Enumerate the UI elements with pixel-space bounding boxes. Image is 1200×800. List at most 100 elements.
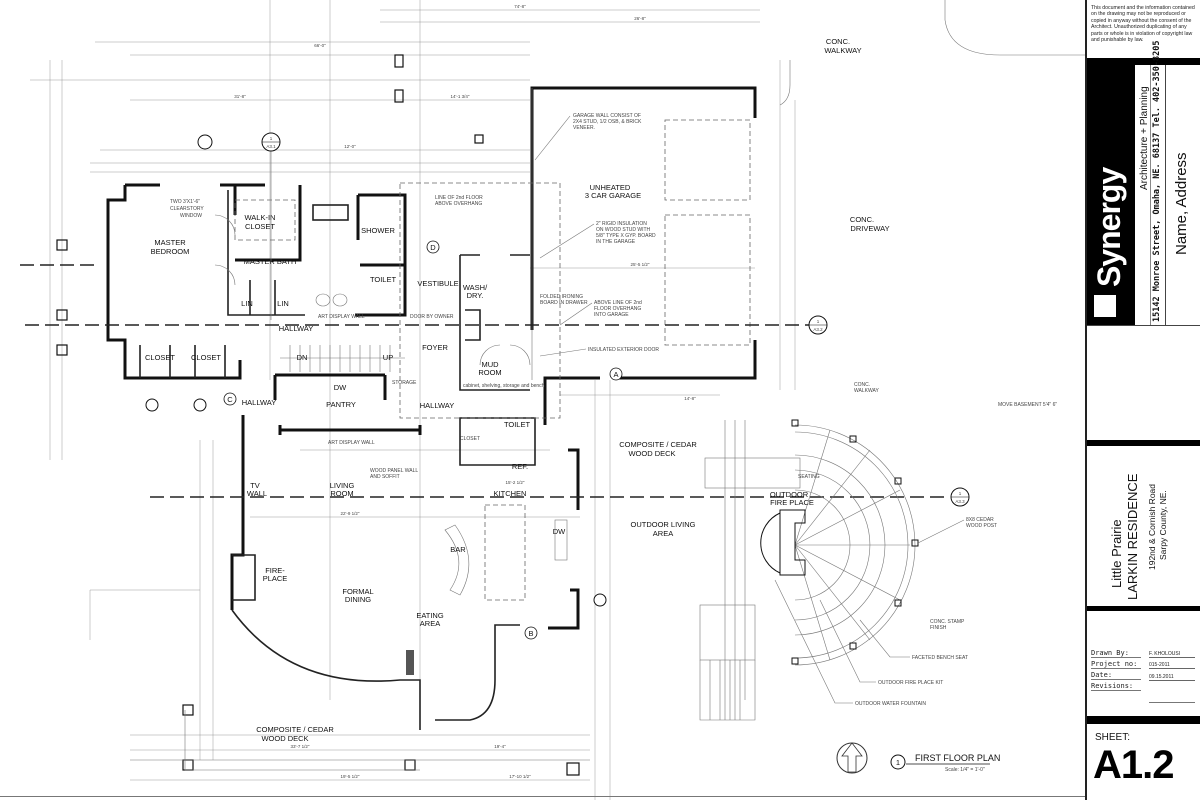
svg-text:AREA: AREA bbox=[420, 619, 440, 628]
svg-text:19'-4": 19'-4" bbox=[494, 744, 506, 749]
section-markers: 1A3.1 1A3.2 1A3.3 bbox=[145, 132, 970, 607]
deck-label: COMPOSITE / CEDAR bbox=[256, 725, 334, 734]
svg-text:WOOD DECK: WOOD DECK bbox=[628, 449, 675, 458]
marker-c: C bbox=[227, 395, 233, 404]
second-floor-overhang bbox=[399, 182, 561, 419]
svg-text:SEATING: SEATING bbox=[798, 474, 820, 480]
svg-text:ROOM: ROOM bbox=[330, 489, 353, 498]
room-eating-area: EATING bbox=[416, 611, 444, 620]
room-kitchen: KITCHEN bbox=[494, 489, 527, 498]
svg-text:FINISH: FINISH bbox=[930, 625, 947, 631]
room-bar: BAR bbox=[450, 545, 466, 554]
room-mud-room: MUD bbox=[481, 360, 499, 369]
svg-text:CLEARSTORY: CLEARSTORY bbox=[170, 206, 204, 212]
svg-text:DRIVEWAY: DRIVEWAY bbox=[850, 224, 889, 233]
svg-text:CLOSET: CLOSET bbox=[245, 222, 275, 231]
svg-text:19'-5 1/2": 19'-5 1/2" bbox=[341, 774, 360, 779]
room-living-room: LIVING bbox=[330, 481, 355, 490]
svg-text:WALL: WALL bbox=[247, 489, 267, 498]
room-toilet: TOILET bbox=[370, 275, 397, 284]
svg-text:A3.2: A3.2 bbox=[813, 327, 823, 332]
svg-text:WALKWAY: WALKWAY bbox=[824, 46, 861, 55]
svg-text:ABOVE LINE OF 2nd: ABOVE LINE OF 2nd bbox=[594, 300, 642, 306]
outdoor-living-label: OUTDOOR LIVING bbox=[630, 520, 695, 529]
svg-text:VENEER.: VENEER. bbox=[573, 125, 595, 131]
svg-text:OUTDOOR WATER FOUNTAIN: OUTDOOR WATER FOUNTAIN bbox=[855, 701, 926, 707]
walkway-curve bbox=[944, 0, 1085, 56]
svg-text:INSULATED EXTERIOR DOOR: INSULATED EXTERIOR DOOR bbox=[588, 347, 659, 353]
project-title: LARKIN RESIDENCE bbox=[1125, 473, 1140, 600]
drawn-by-value: F. KHOLOUSI bbox=[1149, 651, 1195, 658]
svg-text:GARAGE WALL CONSIST OF: GARAGE WALL CONSIST OF bbox=[573, 113, 641, 119]
svg-text:1: 1 bbox=[270, 136, 273, 141]
room-closet: CLOSET bbox=[145, 353, 175, 362]
client-name: Name, Address bbox=[1173, 152, 1190, 255]
firm-tagline: Architecture + Planning bbox=[1139, 86, 1150, 190]
svg-text:LIN: LIN bbox=[277, 299, 289, 308]
room-foyer: FOYER bbox=[422, 343, 448, 352]
drawn-by-label: Drawn By: bbox=[1091, 649, 1129, 657]
room-pantry: PANTRY bbox=[326, 400, 356, 409]
svg-text:TWO 3'X1'-6": TWO 3'X1'-6" bbox=[170, 199, 200, 205]
copyright-notice: This document and the information contai… bbox=[1091, 5, 1195, 44]
svg-text:AND SOFFIT: AND SOFFIT bbox=[370, 474, 400, 480]
room-hallway: HALLWAY bbox=[420, 401, 454, 410]
svg-text:CONC. STAMP: CONC. STAMP bbox=[930, 619, 965, 625]
room-master-bedroom: MASTER bbox=[154, 238, 186, 247]
annotations: TWO 3'X1'-6" CLEARSTORY WINDOW GARAGE WA… bbox=[170, 113, 1057, 707]
svg-text:BEDROOM: BEDROOM bbox=[151, 247, 190, 256]
svg-text:ROOM: ROOM bbox=[478, 368, 501, 377]
room-tv-wall: TV bbox=[250, 481, 260, 490]
svg-text:3 CAR GARAGE: 3 CAR GARAGE bbox=[585, 191, 641, 200]
room-walk-in-closet: WALK-IN bbox=[245, 213, 276, 222]
svg-text:IN THE GARAGE: IN THE GARAGE bbox=[596, 239, 636, 245]
drawing-title: 1 FIRST FLOOR PLAN Scale: 1/4" = 1'-0" bbox=[890, 753, 1000, 773]
master-suite bbox=[106, 183, 407, 380]
svg-text:FOLDED IRONING: FOLDED IRONING bbox=[540, 294, 583, 300]
svg-text:66'-0": 66'-0" bbox=[314, 43, 326, 48]
svg-text:FIRE PLACE: FIRE PLACE bbox=[770, 498, 814, 507]
svg-text:1: 1 bbox=[959, 491, 962, 496]
svg-text:ART DISPLAY WALL: ART DISPLAY WALL bbox=[318, 314, 365, 320]
grid-markers: A B C D bbox=[223, 240, 623, 640]
room-wash-dry: WASH/ bbox=[463, 283, 488, 292]
svg-text:FACETED BENCH SEAT: FACETED BENCH SEAT bbox=[912, 655, 968, 661]
room-closet: CLOSET bbox=[191, 353, 221, 362]
room-fireplace: FIRE- bbox=[265, 566, 285, 575]
svg-text:1: 1 bbox=[896, 758, 900, 767]
room-master-bath: MASTER BATH bbox=[244, 257, 297, 266]
svg-text:CLOSET: CLOSET bbox=[460, 436, 480, 442]
room-shower: SHOWER bbox=[361, 226, 395, 235]
svg-text:DN: DN bbox=[297, 353, 308, 362]
project-name: Little Prairie bbox=[1109, 519, 1124, 588]
conc-walkway-label: CONC. bbox=[826, 37, 850, 46]
svg-text:1: 1 bbox=[817, 319, 820, 324]
firm-logo: Synergy bbox=[1087, 65, 1135, 325]
svg-text:DOOR BY OWNER: DOOR BY OWNER bbox=[410, 314, 454, 320]
svg-text:31'-8": 31'-8" bbox=[234, 94, 246, 99]
svg-text:A3.3: A3.3 bbox=[955, 499, 965, 504]
svg-text:cabinet, shelving, storage and: cabinet, shelving, storage and bench bbox=[463, 383, 545, 389]
dimension-lines: 66'-0" 74'-8" 26'-8" 31'-8" 14'-1 3/4" 1… bbox=[30, 0, 796, 800]
svg-text:ON WOOD STUD WITH: ON WOOD STUD WITH bbox=[596, 227, 651, 233]
svg-text:CONC.: CONC. bbox=[854, 382, 870, 388]
logo-square-icon bbox=[1094, 295, 1116, 317]
outdoor-fireplace-deck bbox=[699, 419, 919, 721]
garage bbox=[530, 86, 757, 425]
project-no-value: 015-2011 bbox=[1149, 662, 1195, 669]
svg-text:74'-8": 74'-8" bbox=[514, 4, 526, 9]
room-formal-dining: FORMAL bbox=[342, 587, 373, 596]
drawing-scale: Scale: 1/4" = 1'-0" bbox=[945, 767, 985, 773]
svg-text:WOOD POST: WOOD POST bbox=[966, 523, 997, 529]
svg-text:14'-1 3/4": 14'-1 3/4" bbox=[451, 94, 470, 99]
svg-text:2" RIGID INSULATION: 2" RIGID INSULATION bbox=[596, 221, 647, 227]
title-block: This document and the information contai… bbox=[1085, 0, 1200, 800]
svg-text:DRY.: DRY. bbox=[467, 291, 484, 300]
living-kitchen bbox=[230, 415, 580, 730]
deck-label: COMPOSITE / CEDAR bbox=[619, 440, 697, 449]
center-core bbox=[273, 254, 536, 466]
svg-text:33'-7 1/2": 33'-7 1/2" bbox=[291, 744, 310, 749]
svg-text:17'-10 1/2": 17'-10 1/2" bbox=[509, 774, 531, 779]
svg-text:INTO GARAGE: INTO GARAGE bbox=[594, 312, 629, 318]
svg-text:26'-8": 26'-8" bbox=[634, 16, 646, 21]
